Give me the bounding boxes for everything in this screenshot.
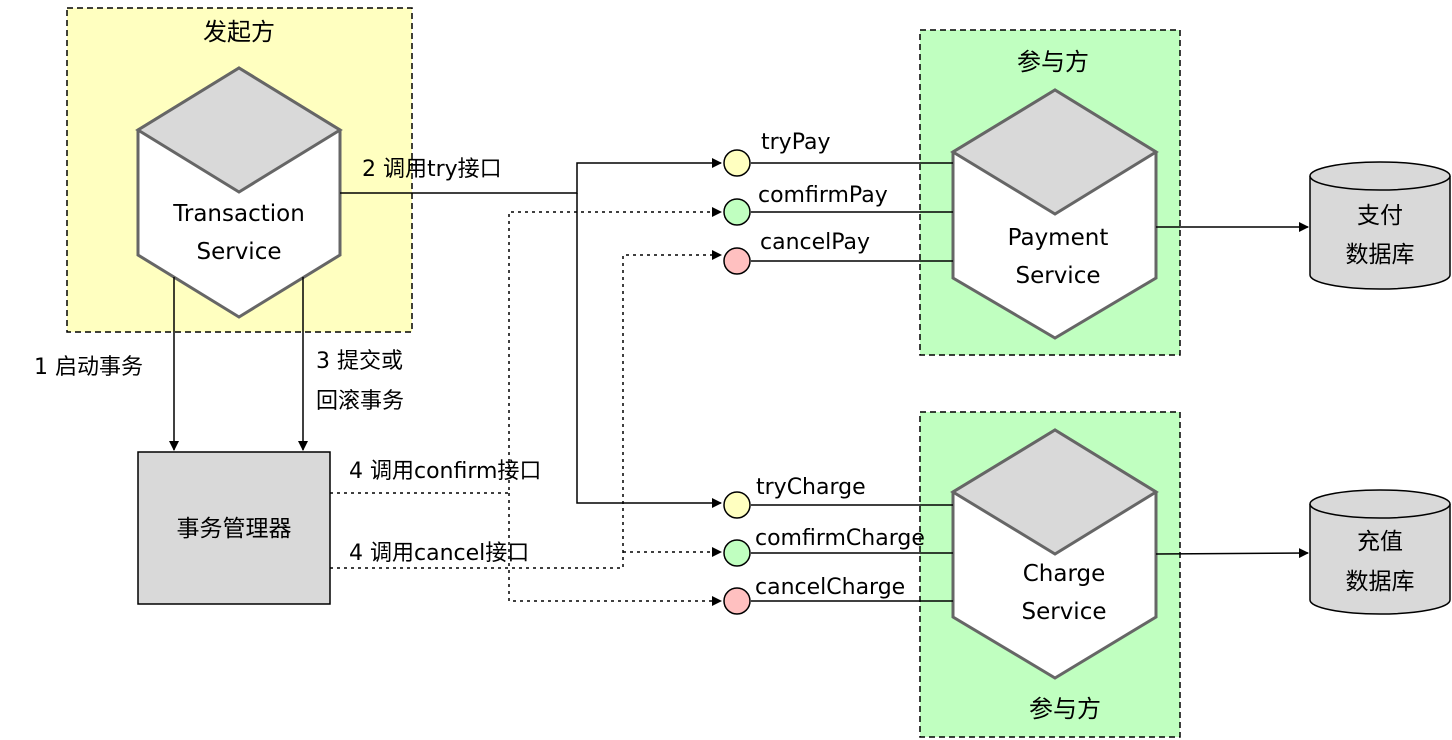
initiator-group-title: 发起方	[203, 18, 275, 46]
transaction-service-label-line2: Service	[196, 239, 281, 265]
call-confirm-label: 4 调用confirm接口	[349, 459, 541, 484]
call-try-label: 2 调用try接口	[362, 157, 502, 182]
transaction-manager-label: 事务管理器	[177, 516, 292, 542]
confirm-pay-label: comfirmPay	[758, 183, 888, 208]
charge-to-db-arrow	[1155, 548, 1309, 559]
commit-rollback-label-line2: 回滚事务	[316, 389, 404, 414]
charge-database: 充值 数据库	[1309, 489, 1451, 615]
payment-database-label-line2: 数据库	[1346, 242, 1415, 268]
payment-service-label-line2: Service	[1015, 263, 1100, 289]
cancel-charge-label: cancelCharge	[755, 575, 905, 600]
transaction-manager-box	[137, 451, 331, 605]
payment-participant-title: 参与方	[1017, 48, 1089, 76]
confirm-charge-label: comfirmCharge	[755, 526, 925, 551]
try-charge-label: tryCharge	[756, 475, 866, 500]
start-transaction-label: 1 启动事务	[34, 355, 143, 380]
transaction-service-node: Transaction Service	[135, 66, 343, 319]
try-charge-endpoint	[723, 491, 751, 519]
payment-database: 支付 数据库	[1309, 161, 1451, 290]
charge-database-label-line1: 充值	[1357, 529, 1403, 555]
commit-rollback-label-line1: 3 提交或	[316, 349, 403, 374]
cancel-pay-endpoint	[723, 247, 751, 275]
cancel-pay-label: cancelPay	[760, 230, 870, 255]
try-call-line	[340, 158, 722, 194]
confirm-charge-endpoint	[723, 539, 751, 567]
charge-database-label-line2: 数据库	[1346, 569, 1415, 595]
try-pay-endpoint	[723, 149, 751, 177]
payment-service-node: Payment Service	[950, 88, 1159, 340]
cancel-charge-endpoint	[723, 587, 751, 615]
confirm-charge-call-line	[508, 493, 722, 606]
charge-service-node: Charge Service	[950, 428, 1159, 680]
call-cancel-label: 4 调用cancel接口	[349, 541, 529, 566]
payment-database-label-line1: 支付	[1357, 203, 1403, 229]
try-pay-label: tryPay	[761, 130, 830, 155]
charge-service-label-line1: Charge	[1023, 561, 1106, 587]
try-charge-call-line	[576, 193, 722, 508]
charge-service-label-line2: Service	[1021, 599, 1106, 625]
transaction-service-label-line1: Transaction	[172, 201, 305, 227]
confirm-pay-endpoint	[723, 198, 751, 226]
cancel-call-line	[330, 250, 722, 569]
charge-participant-title: 参与方	[1029, 695, 1101, 723]
payment-service-label-line1: Payment	[1008, 225, 1109, 251]
